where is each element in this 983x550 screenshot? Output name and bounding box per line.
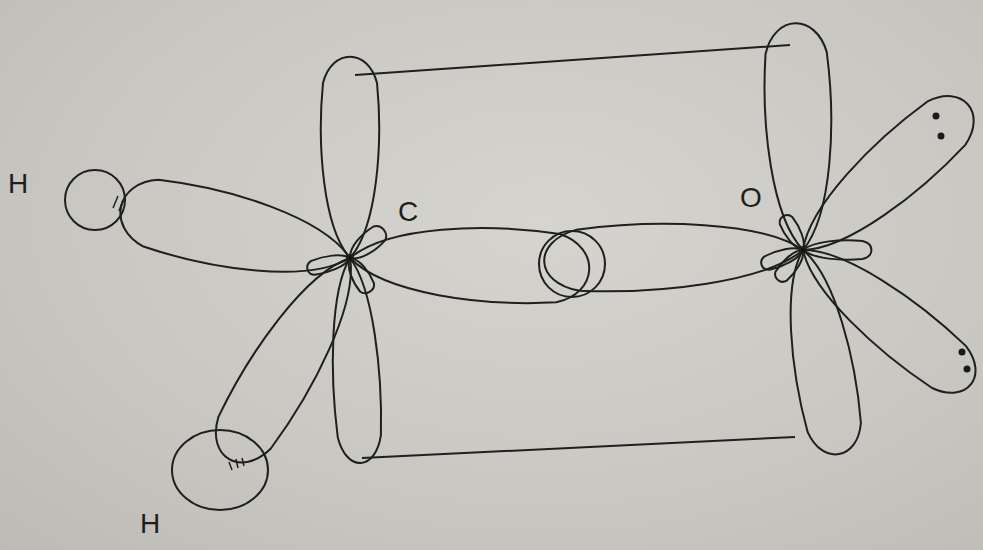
lone-pair-lobe [785, 227, 983, 407]
oxygen-orbitals [543, 22, 983, 459]
atom-label: H [8, 170, 28, 198]
bond-markers [347, 45, 806, 458]
lone-pair-lobe [782, 81, 983, 273]
atom-label: C [398, 198, 418, 226]
p-lobe [327, 257, 384, 464]
back-lobe [803, 240, 871, 259]
atom-label: H [140, 510, 160, 538]
lone-pair-dots [933, 113, 971, 373]
hydrogen-orbitals [65, 170, 268, 510]
back-lobe [342, 254, 377, 297]
p-lobe [762, 22, 836, 251]
back-lobe [344, 222, 390, 265]
carbon-orbitals [113, 57, 591, 476]
back-lobe [306, 250, 353, 276]
sp2-lobe [201, 241, 379, 476]
p-lobe [774, 245, 867, 459]
atom-label: O [740, 184, 762, 212]
back-lobe [759, 243, 806, 273]
sp2-lobe [348, 221, 591, 306]
